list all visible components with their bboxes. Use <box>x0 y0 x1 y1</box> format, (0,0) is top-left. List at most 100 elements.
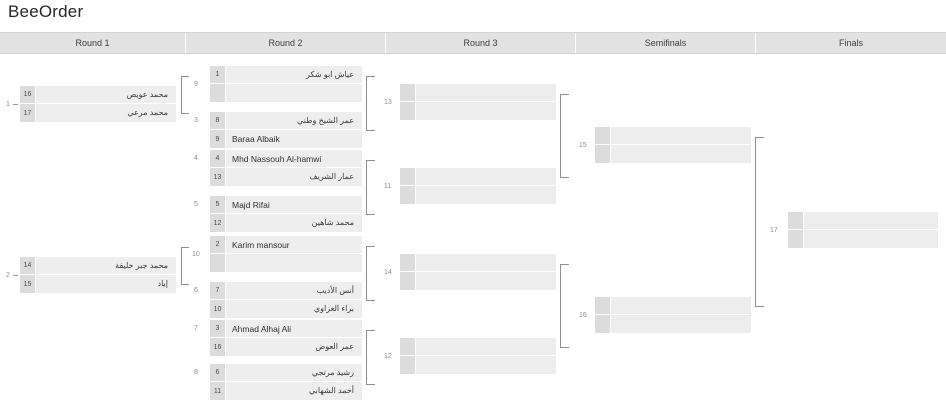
match-slot[interactable] <box>400 102 556 120</box>
seed-number <box>788 212 804 229</box>
match-slot[interactable]: 13 عمار الشريف <box>210 168 362 186</box>
seed-number <box>400 84 416 101</box>
match-number: 9 <box>194 81 198 88</box>
match-slot[interactable]: 8 عمر الشيخ وطني <box>210 112 362 130</box>
round-header-round-1: Round 1 <box>0 33 186 53</box>
match-slot[interactable]: 4 Mhd Nassouh Al-hamwi <box>210 150 362 168</box>
seed-number: 14 <box>20 257 36 274</box>
match-semifinal-15[interactable] <box>595 127 751 163</box>
match-round3-12[interactable] <box>400 338 556 374</box>
seed-number: 6 <box>210 364 226 381</box>
match-slot[interactable]: 14 محمد جبر خليفة <box>20 257 176 275</box>
match-slot[interactable] <box>400 356 556 374</box>
seed-number <box>400 254 416 271</box>
connector-round2-to-round3-3 <box>366 246 380 301</box>
match-slot[interactable] <box>788 212 938 230</box>
match-slot[interactable] <box>400 84 556 102</box>
match-slot[interactable] <box>595 145 751 163</box>
match-slot[interactable] <box>210 254 362 272</box>
match-slot[interactable]: 5 Majd Rifai <box>210 196 362 214</box>
match-slot[interactable] <box>400 272 556 290</box>
match-slot[interactable] <box>400 254 556 272</box>
match-slot[interactable]: 9 Baraa Albaik <box>210 130 362 148</box>
match-round3-11[interactable] <box>400 168 556 204</box>
match-number: 15 <box>579 142 587 149</box>
match-slot[interactable]: 2 Karim mansour <box>210 236 362 254</box>
match-slot[interactable] <box>400 186 556 204</box>
seed-number: 7 <box>210 282 226 299</box>
match-round2-5[interactable]: 5 Majd Rifai 12 محمد شاهين <box>210 196 362 232</box>
match-round2-10[interactable]: 2 Karim mansour <box>210 236 362 272</box>
seed-number <box>210 254 226 272</box>
match-slot[interactable]: 16 محمد عويص <box>20 86 176 104</box>
seed-number <box>595 127 611 144</box>
match-slot[interactable] <box>595 297 751 315</box>
match-round2-6[interactable]: 7 أنس الأديب 10 براء الغزاوي <box>210 282 362 318</box>
match-slot[interactable] <box>595 315 751 333</box>
match-slot[interactable] <box>400 168 556 186</box>
match-round2-4[interactable]: 4 Mhd Nassouh Al-hamwi 13 عمار الشريف <box>210 150 362 186</box>
connector-stub <box>13 104 18 105</box>
seed-number: 12 <box>210 214 226 232</box>
match-slot[interactable]: 10 براء الغزاوي <box>210 300 362 318</box>
seed-number <box>595 297 611 314</box>
match-round2-3[interactable]: 8 عمر الشيخ وطني 9 Baraa Albaik <box>210 112 362 148</box>
seed-number <box>400 338 416 355</box>
match-number: 7 <box>194 325 198 332</box>
seed-number: 17 <box>20 104 36 122</box>
match-slot[interactable]: 1 عياش ابو شكر <box>210 66 362 84</box>
match-slot[interactable] <box>788 230 938 248</box>
round-header-semifinals: Semifinals <box>576 33 756 53</box>
match-number: 13 <box>384 99 392 106</box>
round-header-round-3: Round 3 <box>386 33 576 53</box>
match-semifinal-16[interactable] <box>595 297 751 333</box>
player-name: عمار الشريف <box>309 172 354 181</box>
match-number: 5 <box>194 201 198 208</box>
seed-number <box>400 102 416 120</box>
match-final-17[interactable] <box>788 212 938 248</box>
match-slot[interactable]: 3 Ahmad Alhaj Ali <box>210 320 362 338</box>
match-slot[interactable] <box>595 127 751 145</box>
connector-round2-to-round3-4 <box>366 330 380 385</box>
seed-number: 5 <box>210 196 226 213</box>
seed-number: 1 <box>210 66 226 83</box>
seed-number <box>595 145 611 163</box>
match-number: 2 <box>6 272 10 279</box>
player-name: محمد شاهين <box>311 218 354 227</box>
match-slot[interactable]: 15 إياد <box>20 275 176 293</box>
player-name: Baraa Albaik <box>232 134 280 144</box>
connector-stub <box>13 275 18 276</box>
match-round2-9[interactable]: 1 عياش ابو شكر <box>210 66 362 102</box>
match-slot[interactable] <box>210 84 362 102</box>
match-round3-13[interactable] <box>400 84 556 120</box>
player-name: محمد مرعي <box>127 108 168 117</box>
match-slot[interactable]: 11 أحمد الشهابي <box>210 382 362 400</box>
seed-number <box>788 230 804 248</box>
match-number: 8 <box>194 369 198 376</box>
match-slot[interactable]: 6 رشيد مرتجي <box>210 364 362 382</box>
match-number: 3 <box>194 117 198 124</box>
match-slot[interactable]: 16 عمر العوض <box>210 338 362 356</box>
seed-number: 2 <box>210 236 226 253</box>
connector-round1-to-round2-bottom <box>181 247 193 285</box>
seed-number <box>210 84 226 102</box>
match-number: 10 <box>192 251 200 258</box>
seed-number: 9 <box>210 130 226 148</box>
connector-round2-to-round3-1 <box>366 76 380 131</box>
match-round1-2[interactable]: 14 محمد جبر خليفة 15 إياد <box>20 257 176 293</box>
match-slot[interactable]: 12 محمد شاهين <box>210 214 362 232</box>
player-name: عمر العوض <box>315 342 354 351</box>
rounds-header: Round 1 Round 2 Round 3 Semifinals Final… <box>0 32 946 54</box>
match-slot[interactable]: 17 محمد مرعي <box>20 104 176 122</box>
seed-number <box>400 356 416 374</box>
match-slot[interactable] <box>400 338 556 356</box>
player-name: أحمد الشهابي <box>308 386 354 395</box>
match-number: 6 <box>194 287 198 294</box>
match-number: 12 <box>384 353 392 360</box>
match-round2-8[interactable]: 6 رشيد مرتجي 11 أحمد الشهابي <box>210 364 362 400</box>
match-slot[interactable]: 7 أنس الأديب <box>210 282 362 300</box>
match-round1-1[interactable]: 16 محمد عويص 17 محمد مرعي <box>20 86 176 122</box>
match-round3-14[interactable] <box>400 254 556 290</box>
seed-number <box>595 315 611 333</box>
match-round2-7[interactable]: 3 Ahmad Alhaj Ali 16 عمر العوض <box>210 320 362 356</box>
